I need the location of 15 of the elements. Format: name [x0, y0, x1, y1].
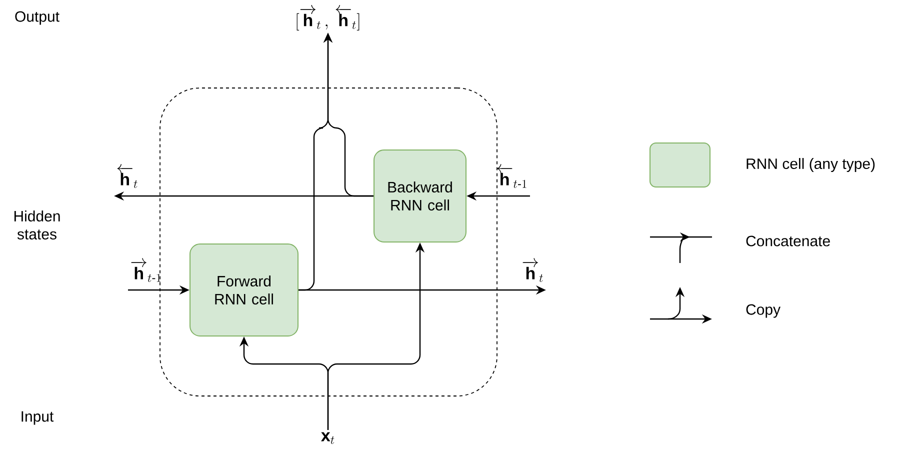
vector-label: $\overleftarrow{\mathbf{h}}_{t\text{-}1}$: [496, 164, 526, 188]
vector-label: $\mathbf{x}_{t}$: [321, 432, 334, 444]
vector-label: $\overrightarrow{\mathbf{h}}_{t}$: [522, 258, 543, 282]
row-label: Hidden states: [14, 210, 60, 240]
vector-label: $\overrightarrow{\mathbf{h}}_{t\text{-}1}$: [131, 258, 161, 282]
legend-text: Concatenate: [746, 236, 830, 246]
dashed-frame: [160, 88, 498, 396]
row-label: Input: [22, 411, 54, 425]
legend-text: Copy: [746, 304, 780, 318]
row-label: Output: [15, 11, 60, 25]
vector-label: $\overleftarrow{\mathbf{h}}_{t}$: [117, 164, 138, 188]
rnn-cell-box: Backward RNN cell: [374, 150, 466, 242]
rnn-cell-box: Forward RNN cell: [190, 244, 298, 336]
vector-label: $[\overrightarrow{\mathbf{h}}_{t}\,,\,\overleftarrow{\mathbf{h}}_{t}]$: [296, 5, 360, 30]
legend-text: RNN cell (any type): [746, 158, 875, 172]
